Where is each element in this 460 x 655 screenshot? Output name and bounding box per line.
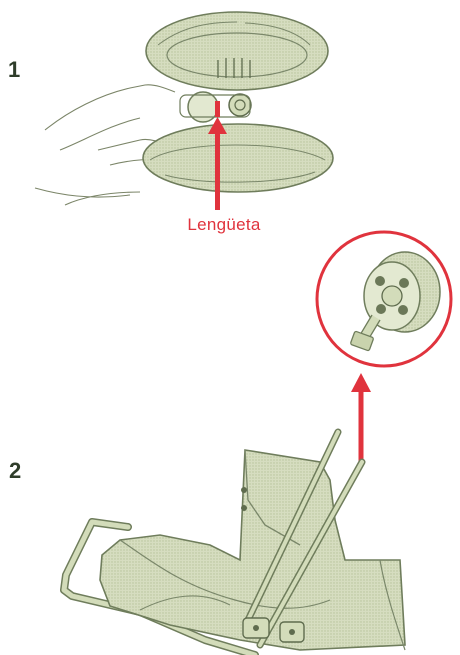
- wheel-figure: [35, 12, 333, 210]
- tab-callout-label: Lengüeta: [163, 215, 285, 235]
- detail-callout: [317, 232, 451, 462]
- top-wheel: [146, 12, 328, 90]
- tab-marker: [215, 101, 220, 117]
- stroller-figure: [64, 432, 405, 655]
